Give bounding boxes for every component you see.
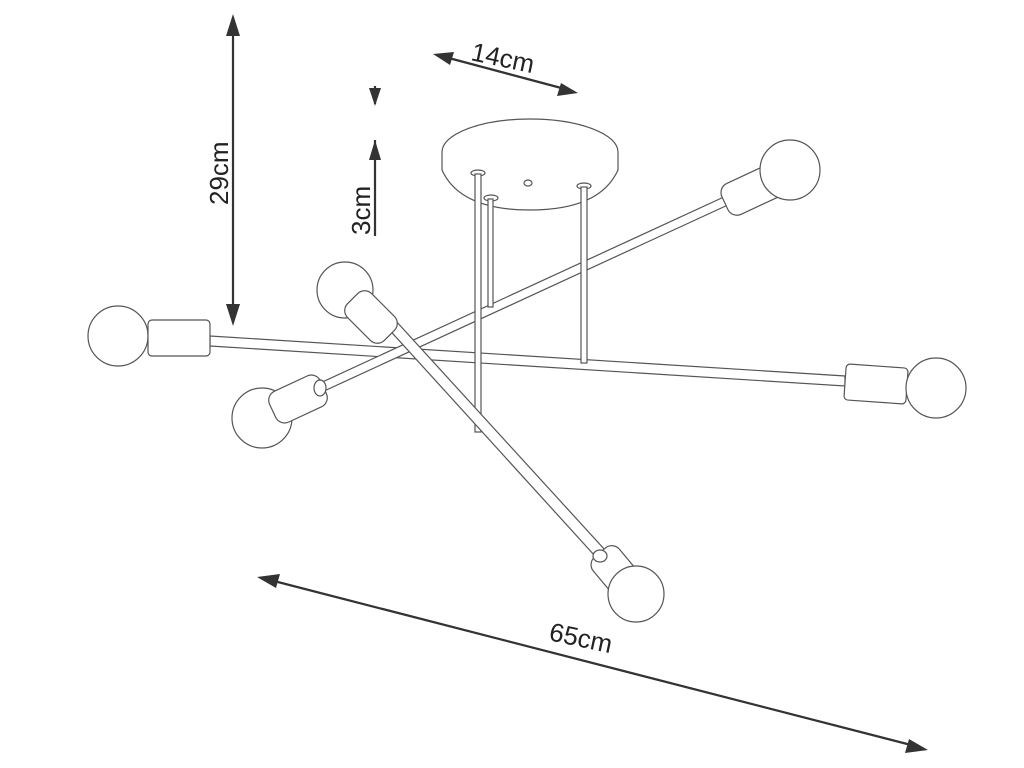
canopy-diameter-dimension-label: 14cm <box>469 37 537 80</box>
bulb-top-right <box>720 139 821 216</box>
bulb-right <box>843 357 967 419</box>
suspension-rods <box>474 173 588 433</box>
canopy <box>441 118 619 211</box>
bulb-upper-left <box>316 261 398 344</box>
bulb-bottom <box>590 545 665 623</box>
height-dimension-label: 29cm <box>204 141 234 205</box>
height-dimension-arrow <box>226 14 240 326</box>
canopy-height-dimension-label: 3cm <box>346 186 376 235</box>
width-dimension-arrow <box>257 574 928 753</box>
canopy-diameter-dimension-arrow <box>433 52 578 96</box>
bulb-lower-left <box>231 374 328 449</box>
canopy-height-dimension-arrow <box>369 86 381 236</box>
width-dimension-label: 65cm <box>547 617 615 660</box>
bulb-left <box>87 305 211 367</box>
